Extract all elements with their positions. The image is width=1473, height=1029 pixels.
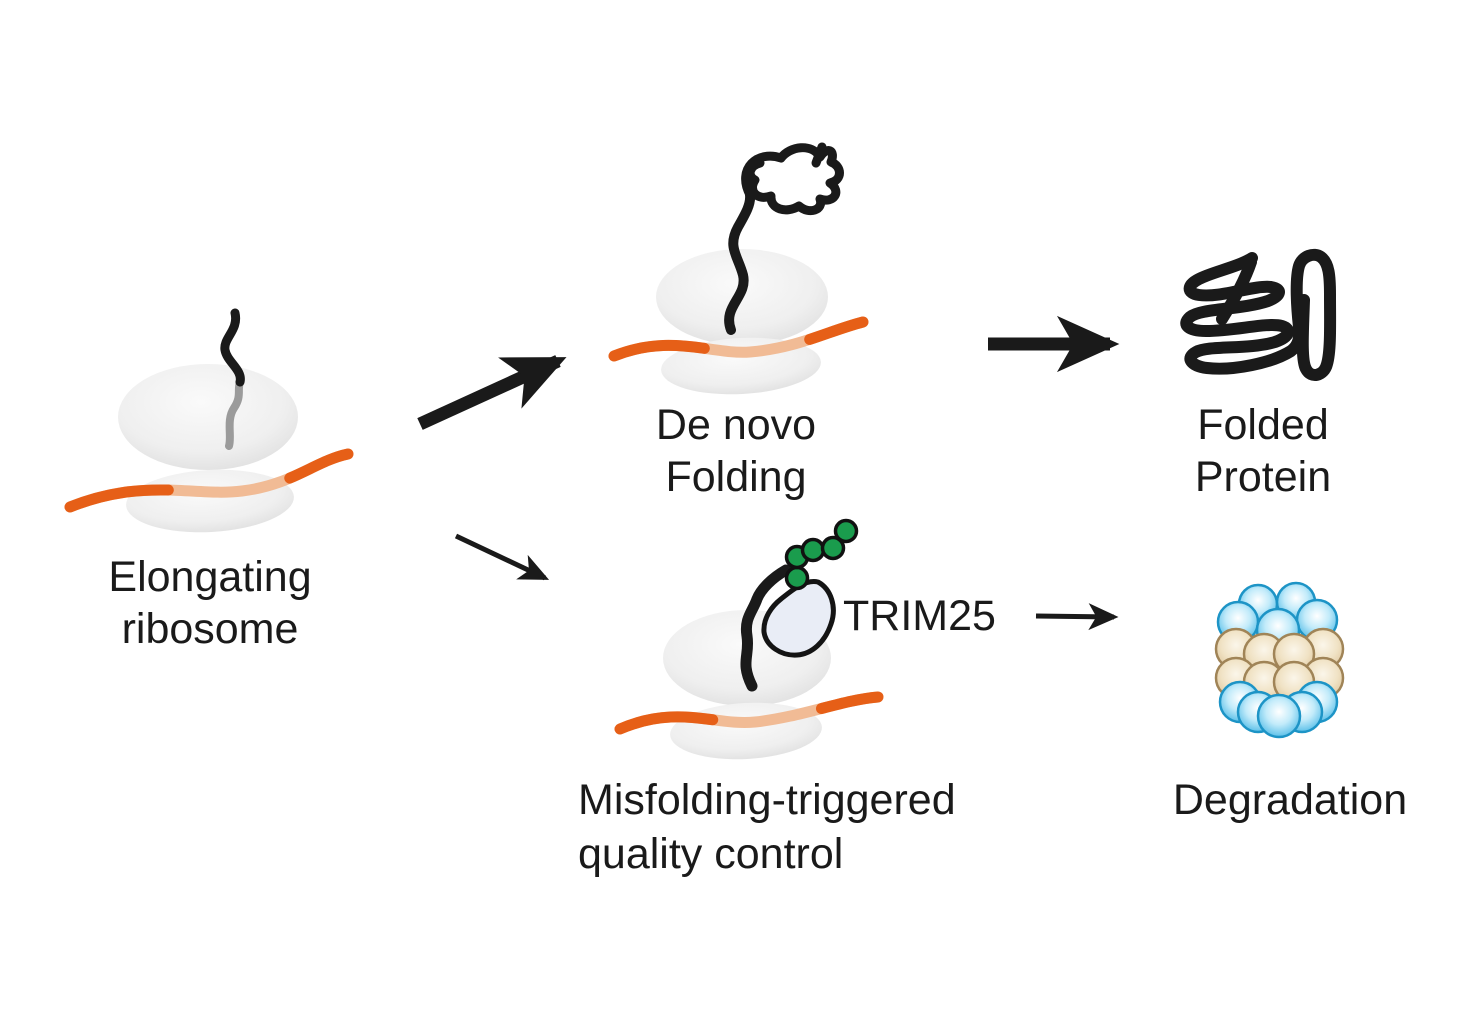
arrow-to-de-novo — [417, 355, 567, 430]
label-elongating-ribosome: Elongating ribosome — [108, 551, 311, 655]
ubiquitin — [784, 565, 810, 591]
arrows — [417, 315, 1120, 631]
label-line: Folded — [1197, 401, 1329, 449]
ubiquitin — [833, 518, 859, 544]
label-line: quality control — [578, 830, 844, 878]
nascent-chain-icon — [740, 564, 792, 692]
trim25-blob — [761, 579, 836, 658]
elongating-ribosome-icon — [64, 308, 354, 533]
arrow-to-degradation — [1035, 603, 1119, 631]
folded-protein-icon — [1180, 248, 1337, 381]
label-line: Misfolding-triggered — [578, 776, 956, 824]
ubiquitin-chain-icon — [784, 518, 859, 591]
ubiquitin — [820, 535, 846, 561]
label-degradation: Degradation — [1172, 776, 1408, 824]
arrow-to-quality-control — [454, 533, 550, 581]
nascent-chain-inside — [225, 378, 244, 450]
nascent-chain-icon — [724, 190, 756, 335]
nascent-chain-icon — [220, 308, 245, 387]
label-line: ribosome — [121, 605, 299, 653]
label-line: Protein — [1194, 453, 1332, 501]
label-line: Elongating — [108, 553, 312, 601]
large-subunit — [118, 364, 298, 470]
label-trim25: TRIM25 — [843, 592, 996, 640]
unfolded-knot-icon — [741, 143, 844, 216]
label-line: Folding — [665, 453, 807, 501]
proteasome-icon — [1214, 581, 1345, 739]
label-misfolding-quality-control: Misfolding-triggered quality control — [578, 773, 956, 881]
label-folded-protein: Folded Protein — [1195, 399, 1331, 503]
mrna-strand — [614, 691, 884, 735]
small-subunit — [126, 469, 294, 533]
de-novo-ribosome-icon — [608, 142, 869, 395]
label-line: De novo — [655, 401, 817, 449]
ubiquitin — [800, 537, 826, 563]
unfolded-knot-stub — [811, 142, 827, 168]
label-de-novo-folding: De novo Folding — [656, 399, 816, 503]
mrna-strand — [64, 448, 354, 513]
qc-ribosome-icon — [614, 518, 884, 760]
mrna-strand — [608, 316, 869, 362]
